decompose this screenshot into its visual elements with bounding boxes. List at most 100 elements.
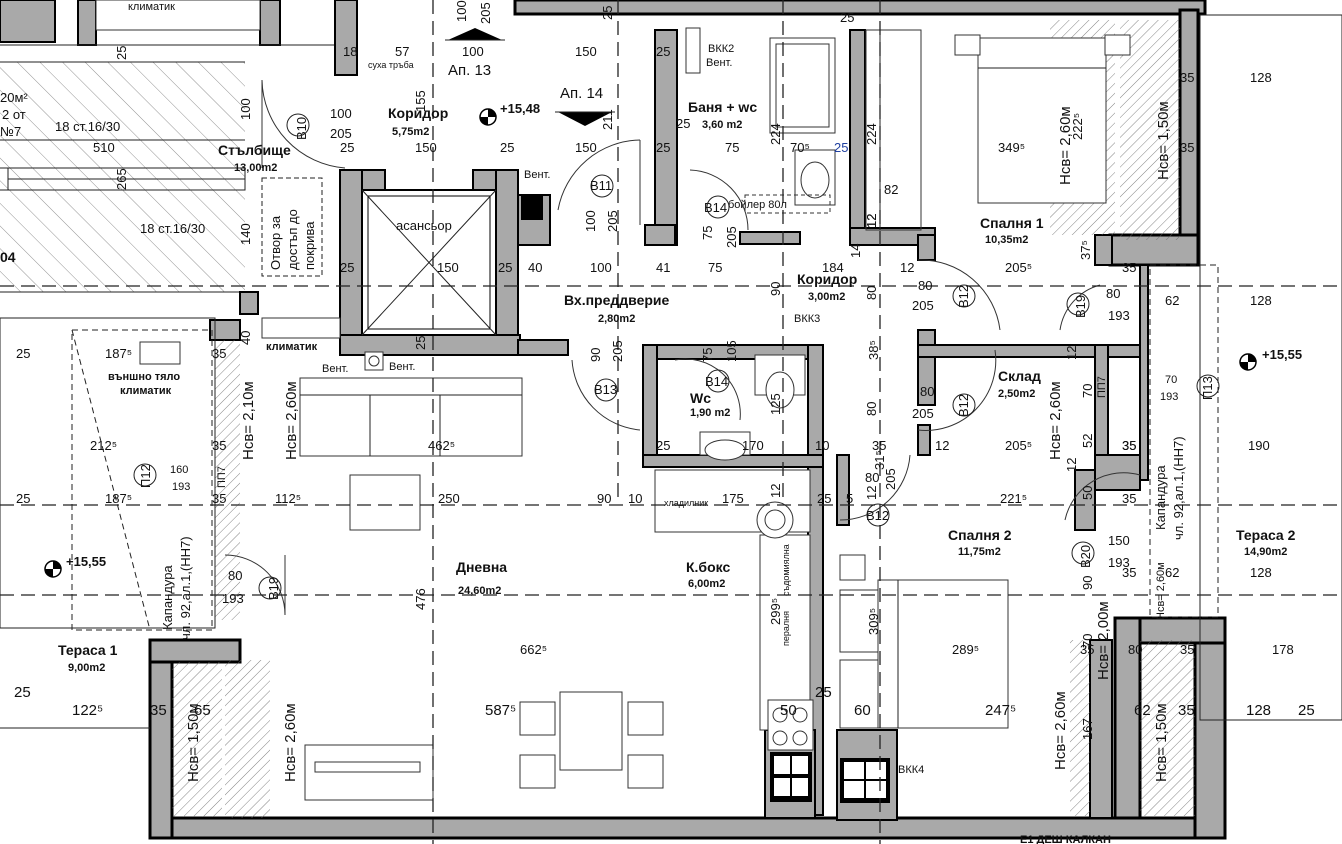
kalkan-label: Е1 ДЕШ КАЛКАН — [1020, 834, 1111, 844]
svg-text:193: 193 — [222, 591, 244, 606]
vent-shafts — [364, 195, 890, 803]
wall-top-left — [0, 0, 56, 43]
svg-text:35: 35 — [150, 702, 167, 719]
left-04: 04 — [0, 249, 16, 265]
wall-top-left-3 — [259, 0, 281, 46]
svg-text:В12: В12 — [866, 508, 889, 523]
svg-text:80: 80 — [864, 286, 879, 300]
svg-text:37⁵: 37⁵ — [1078, 240, 1093, 260]
svg-text:12: 12 — [864, 486, 879, 500]
svg-text:12: 12 — [768, 484, 783, 498]
svg-text:Hсв= 2,60м: Hсв= 2,60м — [1155, 562, 1167, 620]
svg-text:25: 25 — [834, 140, 848, 155]
terrace-1-name: Тераса 1 — [58, 642, 118, 658]
svg-text:62: 62 — [1165, 293, 1179, 308]
svg-text:ПП7: ПП7 — [216, 466, 228, 488]
svg-text:25: 25 — [498, 260, 512, 275]
svg-text:170: 170 — [742, 438, 764, 453]
svg-text:75: 75 — [700, 226, 715, 240]
svg-text:187⁵: 187⁵ — [105, 491, 132, 506]
svg-text:65: 65 — [194, 702, 211, 719]
svg-text:В12: В12 — [956, 285, 971, 308]
interior-walls — [339, 29, 1149, 821]
level-markers — [44, 108, 1257, 578]
svg-text:160: 160 — [170, 464, 188, 476]
kitchen-name: К.бокс — [686, 559, 730, 575]
railing-left-label: Капандура чл. 92,ал.1,(НН7) — [160, 536, 193, 640]
svg-text:В10: В10 — [294, 117, 309, 140]
svg-text:193: 193 — [1108, 308, 1130, 323]
svg-text:25: 25 — [840, 10, 854, 25]
apt-13-arrow — [448, 28, 502, 40]
svg-text:25: 25 — [600, 6, 615, 20]
svg-text:587⁵: 587⁵ — [485, 702, 516, 719]
living-furniture — [299, 377, 664, 801]
svg-text:31⁵: 31⁵ — [872, 450, 887, 470]
svg-text:Hсв= 2,60м: Hсв= 2,60м — [1052, 691, 1069, 770]
svg-text:247⁵: 247⁵ — [985, 702, 1016, 719]
svg-text:25: 25 — [815, 684, 832, 701]
svg-text:62: 62 — [1165, 565, 1179, 580]
svg-text:205: 205 — [912, 298, 934, 313]
elevator-shaft — [361, 189, 497, 336]
svg-text:75: 75 — [700, 348, 715, 362]
svg-text:289⁵: 289⁵ — [952, 642, 979, 657]
svg-text:80: 80 — [918, 278, 932, 293]
svg-text:пералня: пералня — [781, 611, 791, 646]
svg-text:100: 100 — [462, 44, 484, 59]
svg-text:Hсв= 2,10м: Hсв= 2,10м — [240, 381, 257, 460]
svg-text:35: 35 — [1122, 438, 1136, 453]
svg-text:140: 140 — [238, 223, 253, 245]
svg-text:25: 25 — [656, 438, 670, 453]
svg-text:35: 35 — [1180, 642, 1194, 657]
svg-text:90: 90 — [768, 282, 783, 296]
svg-text:205: 205 — [883, 468, 898, 490]
svg-text:349⁵: 349⁵ — [998, 140, 1025, 155]
svg-text:52: 52 — [1080, 434, 1095, 448]
svg-text:60: 60 — [854, 702, 871, 719]
left-no: №7 — [0, 124, 21, 139]
svg-text:100: 100 — [238, 98, 253, 120]
svg-text:12: 12 — [1064, 346, 1079, 360]
top-climatic-unit — [95, 0, 261, 31]
corridor-1-area: 5,75m2 — [392, 126, 429, 138]
top-climatic-label: климатик — [128, 1, 175, 13]
svg-text:100: 100 — [583, 210, 598, 232]
svg-text:Hсв= 1,50м: Hсв= 1,50м — [1155, 101, 1172, 180]
svg-text:128: 128 — [1250, 293, 1272, 308]
climatic-unit — [261, 317, 341, 339]
appliance-labels: пералня съдомиялна — [781, 544, 791, 646]
svg-text:150: 150 — [575, 44, 597, 59]
svg-text:75: 75 — [725, 140, 739, 155]
svg-text:ПП7: ПП7 — [1096, 376, 1108, 398]
svg-text:211: 211 — [600, 109, 615, 130]
svg-text:П12: П12 — [138, 464, 153, 488]
svg-text:35: 35 — [212, 346, 226, 361]
living-area: 24,60m2 — [458, 585, 501, 597]
svg-text:В14: В14 — [704, 200, 727, 215]
svg-text:35: 35 — [1122, 491, 1136, 506]
svg-text:12: 12 — [864, 214, 879, 228]
svg-text:35: 35 — [1180, 70, 1194, 85]
svg-text:80: 80 — [228, 568, 242, 583]
svg-text:25: 25 — [114, 46, 129, 60]
corridor-2-area: 3,00m2 — [808, 291, 845, 303]
svg-text:190: 190 — [1248, 438, 1270, 453]
svg-text:Hсв= 2,00м: Hсв= 2,00м — [1095, 601, 1112, 680]
svg-text:40: 40 — [528, 260, 542, 275]
bedroom2-furniture — [839, 554, 1009, 729]
living-name: Дневна — [456, 559, 507, 575]
entry-name: Вх.преддверие — [564, 292, 670, 308]
boiler-label: бойлер 80л — [728, 199, 787, 211]
svg-text:35: 35 — [872, 438, 886, 453]
svg-text:80: 80 — [1128, 642, 1142, 657]
svg-text:193: 193 — [1160, 391, 1178, 403]
svg-text:70: 70 — [1080, 634, 1095, 648]
svg-text:105: 105 — [724, 340, 739, 362]
svg-text:100: 100 — [330, 106, 352, 121]
storage-area: 2,50m2 — [998, 388, 1035, 400]
stair-name: Стълбище — [218, 142, 291, 158]
svg-text:25: 25 — [500, 140, 514, 155]
svg-text:12: 12 — [864, 214, 879, 228]
